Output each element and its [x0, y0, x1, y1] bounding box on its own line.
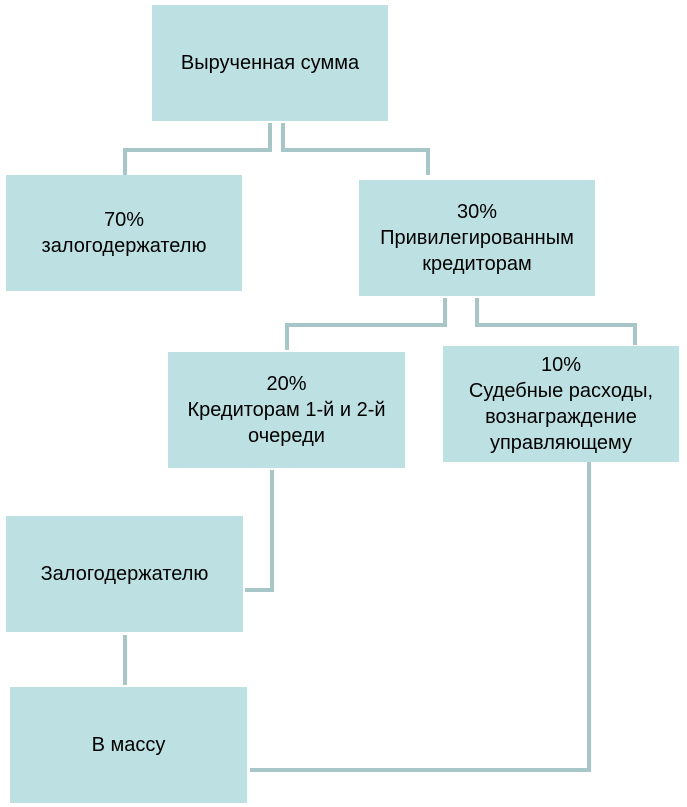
pledgee-box: Залогодержателю	[6, 516, 243, 632]
proceeds-box: Вырученная сумма	[152, 5, 388, 121]
connector-proceeds-to-70	[123, 123, 272, 175]
connector-20-to-pledgee	[245, 470, 274, 592]
privileged-30-percent: 30%	[456, 201, 498, 223]
connector-10-to-estate	[250, 462, 591, 772]
pledgee-70-percent: 70%	[103, 209, 145, 231]
legal-10-box: 10% Судебные расходы, вознаграждение упр…	[443, 346, 679, 462]
privileged-30-text-1: Привилегированным	[380, 227, 574, 249]
pledgee-70-label: 70% залогодержателю	[42, 207, 207, 259]
to-estate-label-line: В массу	[91, 734, 166, 756]
legal-10-percent: 10%	[540, 354, 582, 376]
privileged-30-text-2: кредиторам	[422, 253, 532, 275]
legal-10-text-1: Судебные расходы,	[468, 380, 654, 402]
legal-10-label: 10% Судебные расходы, вознаграждение упр…	[469, 352, 653, 456]
pledgee-label-line: Залогодержателю	[40, 563, 209, 585]
privileged-30-box: 30% Привилегированным кредиторам	[359, 180, 595, 296]
to-estate-box: В массу	[10, 687, 247, 803]
pledgee-label: Залогодержателю	[41, 561, 209, 587]
proceeds-label-line: Вырученная сумма	[180, 52, 360, 74]
pledgee-70-box: 70% залогодержателю	[6, 175, 242, 291]
pledgee-70-text: залогодержателю	[41, 235, 207, 257]
legal-10-text-2: вознаграждение	[485, 406, 637, 428]
creditors-20-label: 20% Кредиторам 1-й и 2-й очереди	[187, 371, 385, 449]
to-estate-label: В массу	[92, 732, 166, 758]
proceeds-label: Вырученная сумма	[181, 50, 359, 76]
legal-10-text-3: управляющему	[489, 432, 633, 454]
creditors-20-text-2: очереди	[248, 425, 325, 447]
privileged-30-label: 30% Привилегированным кредиторам	[380, 199, 574, 277]
creditors-20-text-1: Кредиторам 1-й и 2-й	[187, 399, 386, 421]
connector-30-to-10	[475, 298, 637, 345]
creditors-20-box: 20% Кредиторам 1-й и 2-й очереди	[168, 352, 405, 468]
creditors-20-percent: 20%	[266, 373, 307, 395]
connector-30-to-20	[285, 298, 447, 350]
connector-proceeds-to-30	[281, 123, 430, 175]
